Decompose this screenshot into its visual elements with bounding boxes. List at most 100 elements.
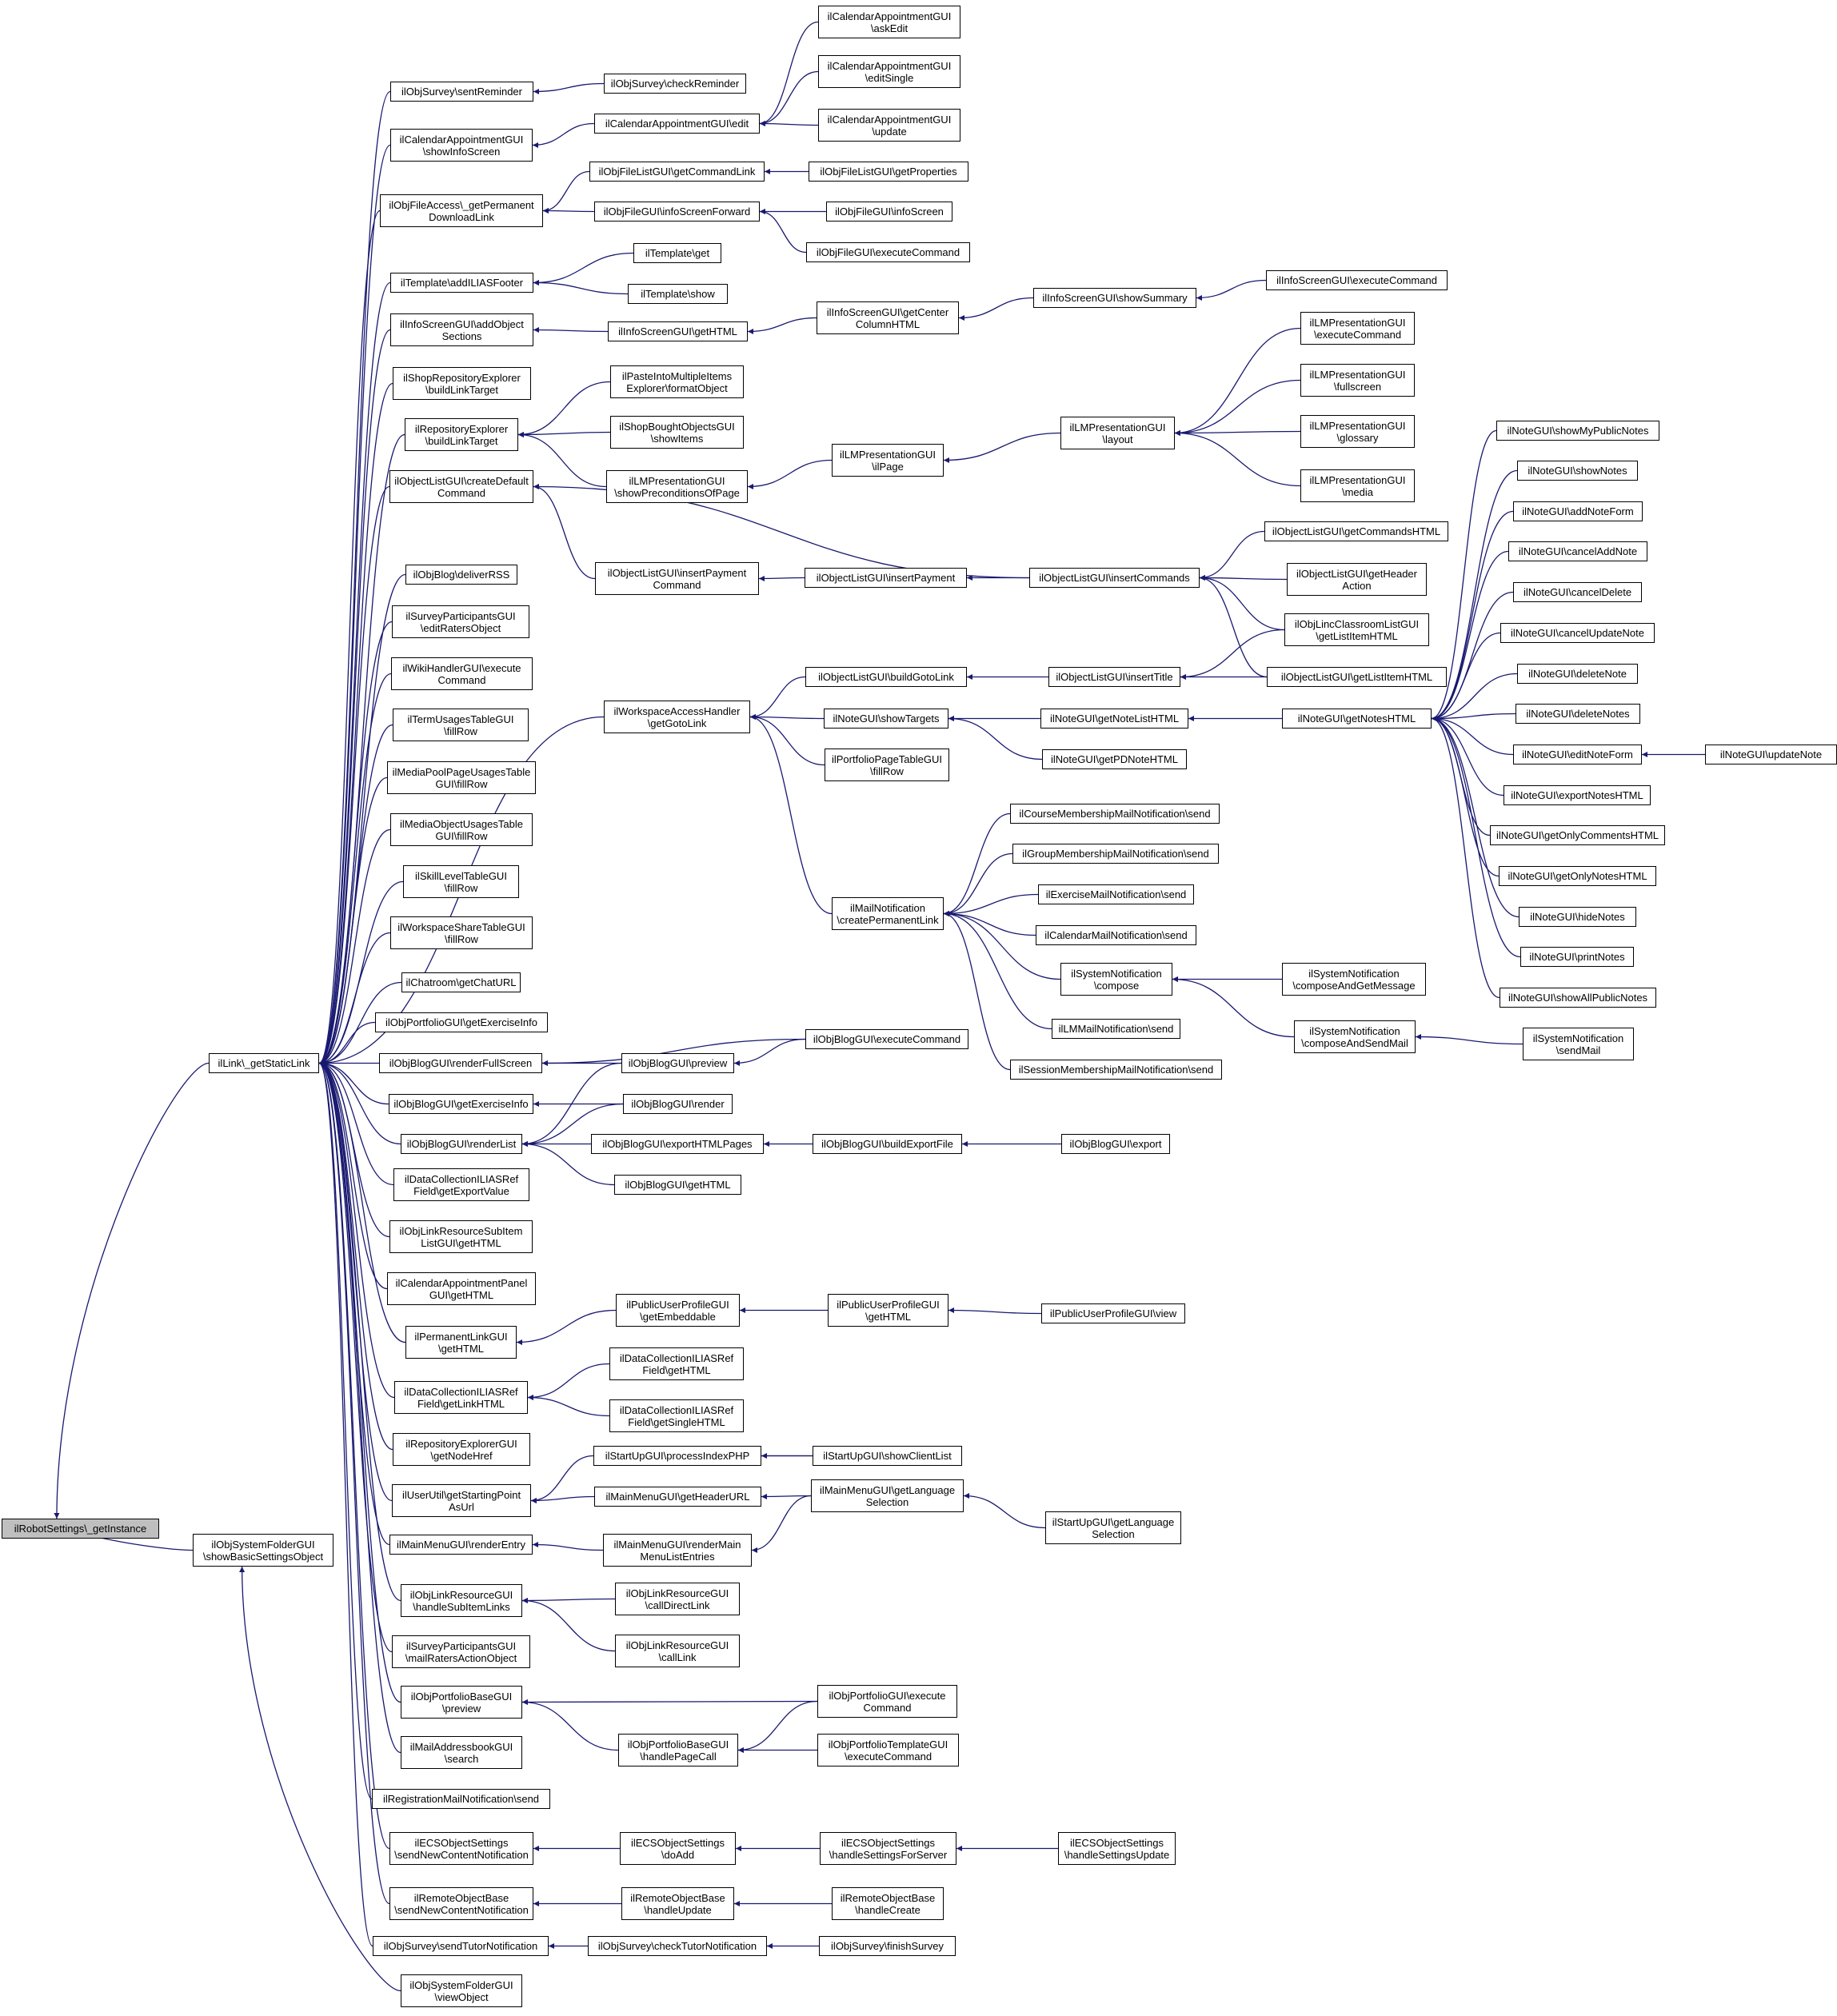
node-mn-lm[interactable]: ilLMMailNotification\send xyxy=(1052,1019,1180,1039)
node-linc[interactable]: ilObjLincClassroomListGUI\getListItemHTM… xyxy=(1284,613,1429,646)
node-blog-preview[interactable]: ilObjBlogGUI\preview xyxy=(621,1053,734,1073)
node-lm-full[interactable]: ilLMPresentationGUI\fullscreen xyxy=(1300,364,1415,397)
node-ng-targets[interactable]: ilNoteGUI\showTargets xyxy=(824,709,948,729)
node-root[interactable]: ilRobotSettings\_getInstance xyxy=(2,1519,159,1539)
node-rexp-node[interactable]: ilRepositoryExplorerGUI\getNodeHref xyxy=(393,1433,530,1466)
node-fg-isf[interactable]: ilObjFileGUI\infoScreenForward xyxy=(594,202,760,222)
node-cal-ask[interactable]: ilCalendarAppointmentGUI\askEdit xyxy=(818,6,960,38)
node-lm-media[interactable]: ilLMPresentationGUI\media xyxy=(1300,469,1415,502)
node-blog-full[interactable]: ilObjBlogGUI\renderFullScreen xyxy=(379,1053,542,1073)
node-surv-check[interactable]: ilObjSurvey\checkReminder xyxy=(604,74,746,94)
node-pt-exec[interactable]: ilObjPortfolioTemplateGUI\executeCommand xyxy=(817,1734,959,1766)
node-mm-header[interactable]: ilMainMenuGUI\getHeaderURL xyxy=(594,1487,761,1507)
node-olg-ip[interactable]: ilObjectListGUI\insertPayment xyxy=(805,568,967,588)
node-reg-mail[interactable]: ilRegistrationMailNotification\send xyxy=(372,1789,550,1809)
node-surv-tutor[interactable]: ilObjSurvey\sendTutorNotification xyxy=(373,1936,549,1956)
node-sn-casm[interactable]: ilSystemNotification\composeAndSendMail xyxy=(1294,1020,1416,1053)
node-fl-cmd[interactable]: ilObjFileListGUI\getCommandLink xyxy=(589,162,765,182)
node-blog-gethtml[interactable]: ilObjBlogGUI\getHTML xyxy=(614,1175,741,1195)
node-blog-rss[interactable]: ilObjBlog\deliverRSS xyxy=(405,565,517,585)
node-ng-notes[interactable]: ilNoteGUI\getNotesHTML xyxy=(1282,709,1432,729)
node-mn-group[interactable]: ilGroupMembershipMailNotification\send xyxy=(1012,844,1219,864)
node-chat[interactable]: ilChatroom\getChatURL xyxy=(401,972,521,992)
node-surv-sent[interactable]: ilObjSurvey\sentReminder xyxy=(390,82,533,102)
node-port-ex[interactable]: ilObjPortfolioGUI\getExerciseInfo xyxy=(375,1012,548,1032)
node-shop-rep[interactable]: ilShopRepositoryExplorer\buildLinkTarget xyxy=(393,367,531,400)
node-sysfold[interactable]: ilObjSystemFolderGUI\showBasicSettingsOb… xyxy=(193,1534,333,1567)
node-ng-pd[interactable]: ilNoteGUI\getPDNoteHTML xyxy=(1042,749,1187,769)
node-mn-sess[interactable]: ilSessionMembershipMailNotification\send xyxy=(1010,1060,1222,1080)
node-ecs-add[interactable]: ilECSObjectSettings\doAdd xyxy=(620,1832,736,1865)
node-sysfold-view[interactable]: ilObjSystemFolderGUI\viewObject xyxy=(401,1974,522,2007)
node-ecs-send[interactable]: ilECSObjectSettings\sendNewContentNotifi… xyxy=(389,1832,533,1865)
node-ng-delnotes[interactable]: ilNoteGUI\deleteNotes xyxy=(1516,704,1640,724)
node-ng-onlynotes[interactable]: ilNoteGUI\getOnlyNotesHTML xyxy=(1499,866,1656,886)
node-blog-build[interactable]: ilObjBlogGUI\buildExportFile xyxy=(813,1134,962,1154)
node-sn-cagm[interactable]: ilSystemNotification\composeAndGetMessag… xyxy=(1282,963,1426,996)
node-mn-cal[interactable]: ilCalendarMailNotification\send xyxy=(1036,925,1196,945)
node-blog-render[interactable]: ilObjBlogGUI\render xyxy=(623,1094,733,1114)
node-isg-html[interactable]: ilInfoScreenGUI\getHTML xyxy=(608,321,748,341)
node-cal-update[interactable]: ilCalendarAppointmentGUI\update xyxy=(818,109,960,142)
node-ng-onlycomm[interactable]: ilNoteGUI\getOnlyCommentsHTML xyxy=(1490,825,1665,845)
node-skill[interactable]: ilSkillLevelTableGUI\fillRow xyxy=(403,865,519,898)
node-tpl-footer[interactable]: ilTemplate\addILIASFooter xyxy=(390,273,533,293)
node-ng-export[interactable]: ilNoteGUI\exportNotesHTML xyxy=(1504,785,1651,805)
node-pb-preview[interactable]: ilObjPortfolioBaseGUI\preview xyxy=(401,1686,522,1719)
node-rob-create[interactable]: ilRemoteObjectBase\handleCreate xyxy=(832,1887,944,1920)
node-blog-exinfo[interactable]: ilObjBlogGUI\getExerciseInfo xyxy=(389,1094,533,1114)
node-spg-edit[interactable]: ilSurveyParticipantsGUI\editRatersObject xyxy=(392,605,529,638)
node-blog-rlist[interactable]: ilObjBlogGUI\renderList xyxy=(401,1134,522,1154)
node-shop-bought[interactable]: ilShopBoughtObjectsGUI\showItems xyxy=(610,416,744,449)
node-ng-shownotes[interactable]: ilNoteGUI\showNotes xyxy=(1517,461,1638,481)
node-ng-addform[interactable]: ilNoteGUI\addNoteForm xyxy=(1513,501,1643,521)
node-pup-emb[interactable]: ilPublicUserProfileGUI\getEmbeddable xyxy=(616,1294,740,1327)
node-cal-single[interactable]: ilCalendarAppointmentGUI\editSingle xyxy=(818,55,960,88)
node-mn-course[interactable]: ilCourseMembershipMailNotification\send xyxy=(1010,804,1220,824)
node-lrg-call[interactable]: ilObjLinkResourceGUI\callLink xyxy=(615,1635,740,1667)
node-lm-gloss[interactable]: ilLMPresentationGUI\glossary xyxy=(1300,415,1415,448)
node-su-client[interactable]: ilStartUpGUI\showClientList xyxy=(813,1446,962,1466)
node-isg-summary[interactable]: ilInfoScreenGUI\showSummary xyxy=(1033,288,1196,308)
node-tpl-get[interactable]: ilTemplate\get xyxy=(633,243,721,263)
node-ng-print[interactable]: ilNoteGUI\printNotes xyxy=(1520,947,1634,967)
node-sn-send[interactable]: ilSystemNotification\sendMail xyxy=(1523,1028,1634,1060)
node-ng-list[interactable]: ilNoteGUI\getNoteListHTML xyxy=(1040,709,1188,729)
node-ng-delnote[interactable]: ilNoteGUI\deleteNote xyxy=(1517,664,1638,684)
node-fg-is[interactable]: ilObjFileGUI\infoScreen xyxy=(826,202,952,222)
node-ng-mypub[interactable]: ilNoteGUI\showMyPublicNotes xyxy=(1496,421,1659,441)
node-mab[interactable]: ilMailAddressbookGUI\search xyxy=(401,1736,522,1769)
node-mm-render[interactable]: ilMainMenuGUI\renderEntry xyxy=(389,1535,533,1555)
node-ng-editform[interactable]: ilNoteGUI\editNoteForm xyxy=(1513,745,1642,764)
node-pb-handle[interactable]: ilObjPortfolioBaseGUI\handlePageCall xyxy=(618,1734,738,1766)
node-spg-mail[interactable]: ilSurveyParticipantsGUI\mailRatersAction… xyxy=(392,1635,530,1668)
node-term[interactable]: ilTermUsagesTableGUI\fillRow xyxy=(393,709,529,741)
node-blog-exec[interactable]: ilObjBlogGUI\executeCommand xyxy=(805,1029,968,1049)
node-olg-lih[interactable]: ilObjectListGUI\getListItemHTML xyxy=(1267,667,1447,687)
node-rob-upd[interactable]: ilRemoteObjectBase\handleUpdate xyxy=(621,1887,734,1920)
node-perm[interactable]: ilPermanentLinkGUI\getHTML xyxy=(405,1326,517,1359)
node-ecs-hsfs[interactable]: ilECSObjectSettings\handleSettingsForSer… xyxy=(820,1832,956,1865)
node-link[interactable]: ilLink\_getStaticLink xyxy=(209,1053,319,1073)
node-ng-updnote[interactable]: ilNoteGUI\updateNote xyxy=(1705,745,1837,764)
node-ng-canceladd[interactable]: ilNoteGUI\cancelAddNote xyxy=(1508,541,1647,561)
node-wah[interactable]: ilWorkspaceAccessHandler\getGotoLink xyxy=(604,701,750,733)
node-blog-exphtml[interactable]: ilObjBlogGUI\exportHTMLPages xyxy=(591,1134,764,1154)
node-ng-cancelupd[interactable]: ilNoteGUI\cancelUpdateNote xyxy=(1500,623,1655,643)
node-fl-props[interactable]: ilObjFileListGUI\getProperties xyxy=(809,162,968,182)
node-surv-ctn[interactable]: ilObjSurvey\checkTutorNotification xyxy=(588,1936,767,1956)
node-tpl-show[interactable]: ilTemplate\show xyxy=(628,284,728,304)
